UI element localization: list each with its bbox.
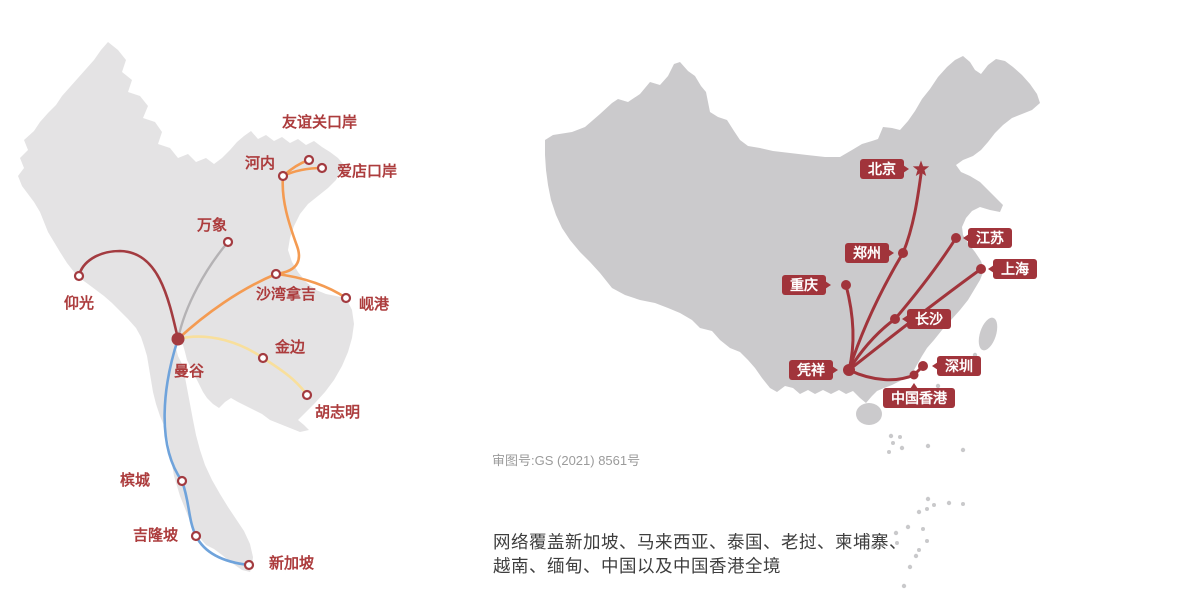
taiwan-island xyxy=(978,317,998,351)
badge-shenzhen: 深圳 xyxy=(932,356,981,376)
badge-chongqing: 重庆 xyxy=(782,275,831,295)
coverage-line-2: 越南、缅甸、中国以及中国香港全境 xyxy=(493,556,781,576)
changsha-dot xyxy=(890,314,900,324)
badge-zhengzhou: 郑州 xyxy=(845,243,894,263)
island-dot xyxy=(901,583,907,589)
route-pingxiang-chongqing xyxy=(844,283,855,372)
indochina-landmass xyxy=(18,42,354,572)
badge-zhengzhou-label: 郑州 xyxy=(853,245,881,261)
island-dot xyxy=(917,548,921,552)
island-dot xyxy=(925,443,931,449)
shenzhen-dot xyxy=(918,361,928,371)
island-dot xyxy=(870,544,876,550)
island-dot xyxy=(935,383,941,389)
badge-pingxiang-label: 凭祥 xyxy=(797,362,825,378)
route-bangkok-yangon xyxy=(77,249,180,341)
island-dot xyxy=(893,530,899,536)
route-savannakhet-hanoi xyxy=(274,174,301,276)
city-label-savannakhet: 沙湾拿吉 xyxy=(256,286,317,303)
route-bangkok-singapore xyxy=(163,337,251,567)
bangkok-hub-dot xyxy=(171,332,185,346)
island-dot xyxy=(925,496,931,502)
savannakhet-dot xyxy=(270,268,282,280)
aidian-port-dot xyxy=(316,162,328,174)
city-label-penang: 槟城 xyxy=(120,472,151,489)
city-label-youyiguan-port: 友谊关口岸 xyxy=(282,114,358,131)
island-dot xyxy=(899,445,905,451)
route-bangkok-vientiane xyxy=(176,240,230,341)
route-bangkok-savannakhet xyxy=(176,272,278,341)
china-landmass xyxy=(545,56,1040,403)
badge-hong-kong: 中国香港 xyxy=(883,383,955,408)
city-label-hanoi: 河内 xyxy=(245,155,276,172)
badge-shanghai-label: 上海 xyxy=(1001,261,1029,277)
city-label-aidian-port: 爱店口岸 xyxy=(337,163,398,180)
hainan-island xyxy=(856,403,882,425)
island-dot xyxy=(932,503,936,507)
ho-chi-minh-dot xyxy=(301,389,313,401)
badge-jiangsu: 江苏 xyxy=(963,228,1012,248)
island-dot xyxy=(961,502,965,506)
chongqing-dot xyxy=(841,280,851,290)
singapore-dot xyxy=(243,559,255,571)
southeast-asia-city-dots xyxy=(73,154,352,571)
badge-jiangsu-label: 江苏 xyxy=(976,230,1004,246)
hanoi-dot xyxy=(277,170,289,182)
island-dot xyxy=(907,564,913,570)
city-label-phnom-penh: 金边 xyxy=(275,339,306,356)
jiangsu-dot xyxy=(951,233,961,243)
island-dot xyxy=(946,500,952,506)
city-label-da-nang: 岘港 xyxy=(359,296,390,313)
island-dot xyxy=(916,509,922,515)
badge-changsha-label: 长沙 xyxy=(915,311,943,327)
badge-shenzhen-label: 深圳 xyxy=(945,358,973,374)
vientiane-dot xyxy=(222,236,234,248)
map-approval-number: 审图号:GS (2021) 8561号 xyxy=(492,453,641,468)
yangon-dot xyxy=(73,270,85,282)
badge-beijing: 北京 xyxy=(860,159,909,179)
badge-hong-kong-label: 中国香港 xyxy=(891,390,947,406)
island-dot xyxy=(898,435,902,439)
island-dot xyxy=(888,433,894,439)
city-label-ho-chi-minh: 胡志明 xyxy=(315,404,361,421)
south-china-sea-islands xyxy=(870,352,978,589)
route-pingxiang-hongkong xyxy=(847,368,916,382)
phnom-penh-dot xyxy=(257,352,269,364)
coverage-line-1: 网络覆盖新加坡、马来西亚、泰国、老挝、柬埔寨、 xyxy=(493,532,907,552)
shanghai-dot xyxy=(976,264,986,274)
coverage-statement: 网络覆盖新加坡、马来西亚、泰国、老挝、柬埔寨、 越南、缅甸、中国以及中国香港全境 xyxy=(493,530,907,578)
china-city-dots xyxy=(841,233,986,380)
city-label-bangkok: 曼谷 xyxy=(174,363,205,380)
badge-chongqing-label: 重庆 xyxy=(790,277,818,293)
kuala-lumpur-dot xyxy=(190,530,202,542)
city-label-kuala-lumpur: 吉隆坡 xyxy=(133,527,179,544)
badge-pingxiang: 凭祥 xyxy=(789,360,838,380)
penang-dot xyxy=(176,475,188,487)
city-label-singapore: 新加坡 xyxy=(269,555,315,572)
island-dot xyxy=(895,541,899,545)
route-savannakhet-danang xyxy=(274,272,348,300)
zhengzhou-dot xyxy=(898,248,908,258)
island-dot xyxy=(887,450,891,454)
island-dot xyxy=(925,539,929,543)
pingxiang-hub-dot xyxy=(843,364,855,376)
island-dot xyxy=(905,524,911,530)
hong-kong-dot xyxy=(909,370,919,380)
badge-beijing-label: 北京 xyxy=(868,161,896,177)
beijing-star-icon xyxy=(912,160,930,176)
youyiguan-port-dot xyxy=(303,154,315,166)
island-dot xyxy=(921,527,925,531)
city-label-yangon: 仰光 xyxy=(64,295,95,312)
island-dot xyxy=(891,441,895,445)
badge-shanghai: 上海 xyxy=(988,259,1037,279)
island-dot xyxy=(925,507,929,511)
island-dot xyxy=(960,447,966,453)
badge-changsha: 长沙 xyxy=(902,309,951,329)
island-dot xyxy=(913,553,919,559)
da-nang-dot xyxy=(340,292,352,304)
city-label-vientiane: 万象 xyxy=(197,217,228,234)
